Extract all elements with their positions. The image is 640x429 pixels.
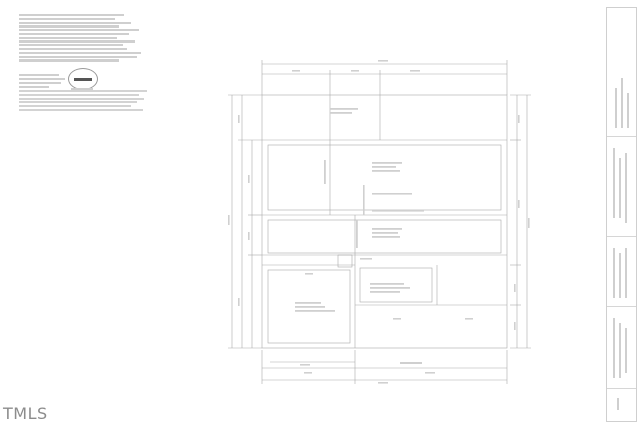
room-annotation (356, 220, 358, 248)
dimension-text (292, 70, 300, 72)
dimension-text (238, 298, 240, 306)
dimension-text (305, 273, 313, 275)
general-notes-list (19, 14, 149, 63)
inner-wall (267, 269, 351, 344)
title-block-text (613, 148, 615, 218)
title-block (606, 7, 637, 422)
dimension-text (300, 364, 310, 366)
room-annotation (330, 108, 358, 110)
foundation-notes-block (19, 90, 159, 113)
title-block-text (625, 328, 627, 373)
title-block-divider (607, 236, 636, 237)
note-line (19, 40, 135, 43)
room-annotation (372, 236, 400, 238)
room-annotation (372, 166, 396, 168)
dimension-text (238, 115, 240, 123)
room-annotation (363, 185, 365, 215)
watermark-text: TMLS (3, 404, 48, 423)
room-annotation (295, 310, 335, 312)
room-annotation (370, 291, 400, 293)
title-block-divider (607, 388, 636, 389)
note-line (19, 48, 127, 51)
title-block-divider (607, 136, 636, 137)
title-block-text (621, 78, 623, 128)
dimension-text (514, 322, 516, 330)
note-line (19, 55, 137, 58)
note-line (19, 25, 119, 28)
inner-wall (337, 254, 353, 268)
dimension-text (351, 70, 359, 72)
title-block-text (625, 153, 627, 223)
room-annotation (370, 283, 404, 285)
room-annotation (295, 302, 321, 304)
inner-wall (359, 267, 433, 303)
title-block-divider (607, 306, 636, 307)
dimension-text (518, 115, 520, 123)
title-block-text (625, 248, 627, 298)
dimension-text (425, 372, 435, 374)
dimension-text (465, 318, 473, 320)
room-annotation (372, 170, 400, 172)
dimension-text (528, 218, 530, 228)
title-block-text (627, 93, 629, 128)
dimension-text (228, 215, 230, 225)
room-annotation (372, 232, 398, 234)
title-block-text (619, 158, 621, 218)
note-line (19, 14, 124, 17)
room-annotation (372, 162, 402, 164)
note-line (19, 17, 115, 20)
room-annotation (295, 306, 325, 308)
design-criteria-block (19, 74, 79, 90)
room-annotation (324, 160, 326, 184)
room-annotation (360, 258, 372, 260)
inner-wall (267, 144, 502, 211)
title-block-text (613, 248, 615, 298)
title-block-text (613, 318, 615, 378)
title-block-text (619, 323, 621, 378)
note-line (19, 59, 119, 62)
room-annotation (370, 287, 410, 289)
room-annotation (330, 112, 352, 114)
title-block-text (617, 398, 619, 410)
room-annotation (372, 228, 402, 230)
room-annotation (372, 193, 412, 195)
dimension-text (393, 318, 401, 320)
note-line (19, 44, 123, 47)
foundation-outline (261, 94, 508, 349)
inner-wall (267, 219, 502, 254)
note-line (19, 51, 141, 54)
note-line (19, 29, 139, 32)
dimension-text (248, 175, 250, 183)
dimension-text (304, 372, 312, 374)
note-line (19, 36, 117, 39)
room-annotation (372, 210, 424, 212)
dimension-text (378, 60, 388, 62)
seal-logo (74, 77, 92, 81)
dimension-text (248, 232, 250, 240)
plan-scale (400, 362, 422, 364)
title-block-text (615, 88, 617, 128)
title-block-text (619, 253, 621, 298)
dimension-text (378, 382, 388, 384)
note-line (19, 21, 131, 24)
seal-caption (71, 88, 93, 90)
dimension-text (518, 200, 520, 208)
dimension-text (410, 70, 420, 72)
dimension-text (514, 284, 516, 292)
note-line (19, 32, 129, 36)
